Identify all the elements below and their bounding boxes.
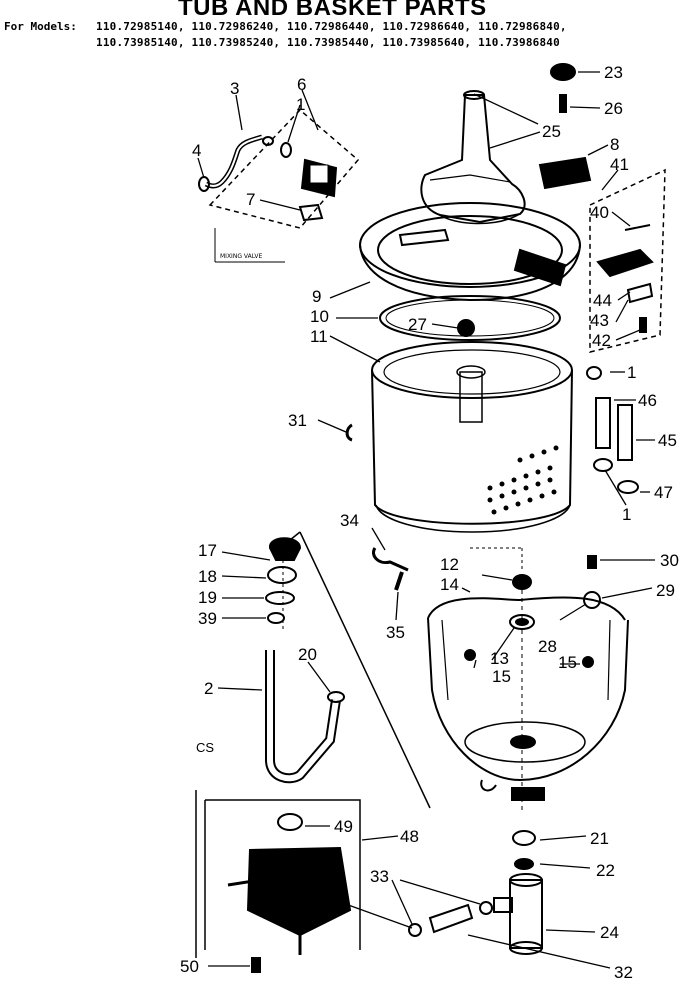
callout-21: 21: [590, 829, 609, 848]
callout-22: 22: [596, 861, 615, 880]
callout-3: 3: [230, 79, 239, 98]
callout-13: 13: [490, 649, 509, 668]
callout-40: 40: [590, 203, 609, 222]
bolt-50: [251, 957, 261, 973]
callout-29: 29: [656, 581, 675, 600]
callout-31: 31: [288, 411, 307, 430]
hose-32: [408, 901, 493, 937]
models-label: For Models:: [4, 20, 77, 33]
hose-2: [265, 650, 341, 784]
basket-holes: [487, 445, 559, 515]
agitator-cap: [550, 63, 576, 81]
callout-1c: 1: [622, 505, 631, 524]
callout-2: 2: [204, 679, 213, 698]
callout-25: 25: [542, 122, 561, 141]
part-24: [493, 873, 543, 955]
callout-1a: 1: [296, 95, 305, 114]
callout-8: 8: [610, 135, 619, 154]
part-22: [514, 858, 534, 870]
callout-44: 44: [593, 291, 612, 310]
spin-basket: [371, 341, 573, 533]
callout-6: 6: [297, 75, 306, 94]
callout-32: 32: [614, 963, 633, 982]
cs-mark: CS: [196, 740, 214, 755]
callout-9: 9: [312, 287, 321, 306]
models-line-2: 110.73985140, 110.73985240, 110.73985440…: [96, 36, 560, 49]
siphon-hoses: [586, 366, 639, 494]
callout-7: 7: [246, 190, 255, 209]
callout-19: 19: [198, 588, 217, 607]
callout-17: 17: [198, 541, 217, 560]
callout-34: 34: [340, 511, 359, 530]
callout-48: 48: [400, 827, 419, 846]
callout-4: 4: [192, 141, 201, 160]
callout-35: 35: [386, 623, 405, 642]
agitator-bolt: [559, 94, 567, 113]
callout-18: 18: [198, 567, 217, 586]
callout-50: 50: [180, 957, 199, 976]
callout-28: 28: [538, 637, 557, 656]
callout-15a: 15: [492, 667, 511, 686]
callout-30: 30: [660, 551, 679, 570]
callout-45: 45: [658, 431, 677, 450]
callout-39: 39: [198, 609, 217, 628]
callout-49: 49: [334, 817, 353, 836]
page-title: TUB AND BASKET PARTS: [178, 0, 487, 21]
callout-numbers: 3 4 6 1 7 23 26 25 8 41 40 44 43 42 9 10…: [180, 63, 679, 982]
pump-assembly-box: [195, 790, 361, 958]
nut-27: [457, 319, 475, 337]
callout-46: 46: [638, 391, 657, 410]
callout-41: 41: [610, 155, 629, 174]
callout-14: 14: [440, 575, 459, 594]
callout-12: 12: [440, 555, 459, 574]
mixing-valve-group: [198, 108, 360, 263]
callout-23: 23: [604, 63, 623, 82]
snubber-block: [538, 156, 592, 190]
clip-31: [345, 423, 353, 442]
callout-43: 43: [590, 311, 609, 330]
callout-33: 33: [370, 867, 389, 886]
outer-tub: [427, 596, 629, 801]
part-30: [587, 555, 597, 569]
part-21: [512, 830, 536, 846]
callout-42: 42: [592, 331, 611, 350]
callout-10: 10: [310, 307, 329, 326]
callout-1b: 1: [627, 363, 636, 382]
callout-26: 26: [604, 99, 623, 118]
hose-34: [372, 547, 409, 572]
callout-24: 24: [600, 923, 619, 942]
callout-27: 27: [408, 315, 427, 334]
lid-switch-group: [589, 168, 666, 353]
balance-ring: [379, 295, 561, 341]
tub-cover: [359, 202, 581, 302]
models-line-1: 110.72985140, 110.72986240, 110.72986440…: [96, 20, 567, 33]
callout-15b: 15: [558, 653, 577, 672]
clamp-35: [394, 571, 404, 591]
callout-11: 11: [310, 327, 328, 346]
callout-20: 20: [298, 645, 317, 664]
leader-lines: [197, 71, 655, 969]
callout-47: 47: [654, 483, 673, 502]
mixing-valve-label: MIXING VALVE: [220, 253, 262, 260]
pump-top-assembly: [265, 537, 302, 632]
part-29: [583, 591, 601, 609]
spanner-nut: [512, 574, 532, 590]
